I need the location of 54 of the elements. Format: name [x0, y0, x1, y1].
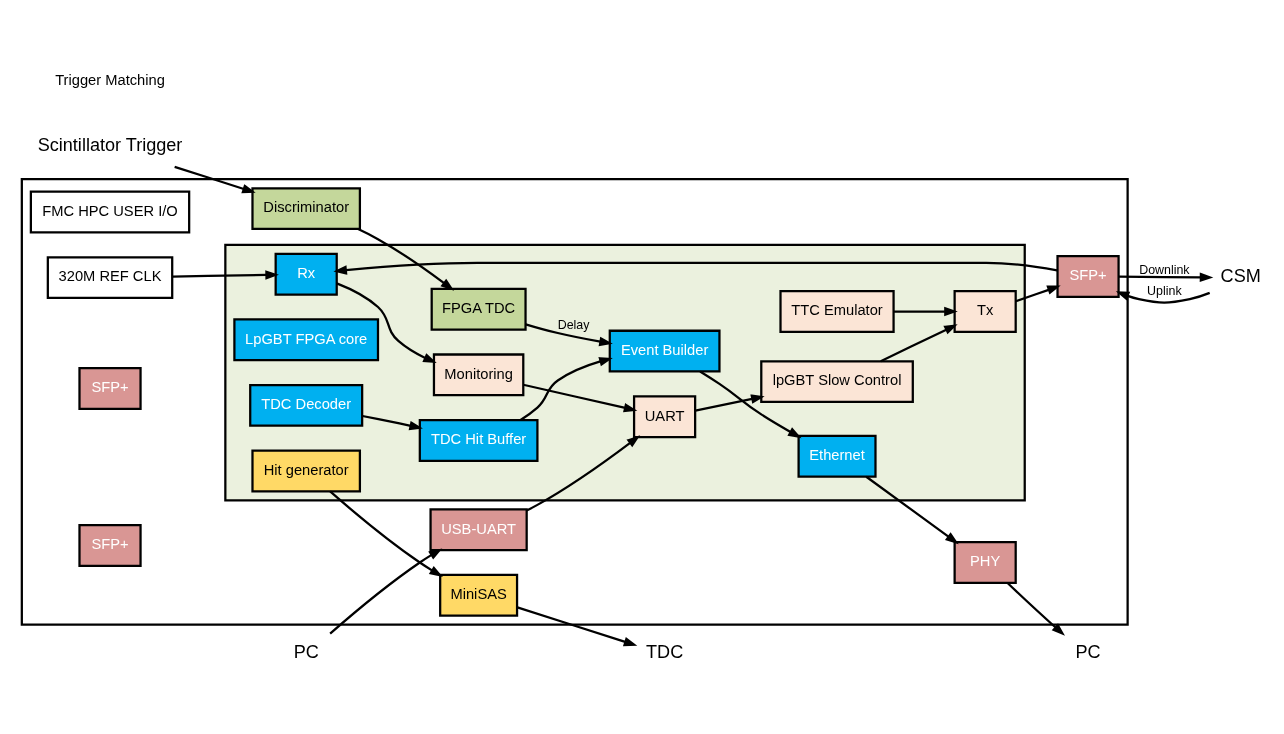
- arrow: [1006, 581, 1065, 636]
- arrow: [357, 227, 455, 291]
- node-box: SFP+: [1056, 254, 1120, 298]
- node-box: TTC Emulator: [779, 289, 895, 333]
- node-box: LpGBT FPGA core: [233, 317, 380, 361]
- arrow: [695, 393, 765, 412]
- arrow: [526, 434, 641, 511]
- node-box: lpGBT Slow Control: [760, 359, 914, 403]
- node-box: USB-UART: [429, 507, 528, 551]
- node-text: PC: [293, 641, 319, 662]
- node-box: TDC Hit Buffer: [418, 418, 539, 462]
- edge-label: Uplink: [1147, 283, 1182, 298]
- node-box: Event Builder: [608, 329, 721, 373]
- node-box: TDC Decoder: [249, 383, 364, 427]
- edge-label: Downlink: [1139, 262, 1190, 277]
- node-box: Tx: [953, 289, 1017, 333]
- label: Trigger Matching: [55, 71, 165, 88]
- arrow: [329, 547, 443, 634]
- node-box: PHY: [953, 540, 1017, 584]
- node-box: Ethernet: [797, 434, 877, 478]
- arrow: [519, 356, 613, 421]
- node-text: CSM: [1220, 265, 1261, 286]
- node-box: Hit generator: [251, 448, 362, 492]
- node-box: Rx: [274, 252, 338, 296]
- node-text: Scintillator Trigger: [37, 134, 183, 155]
- edge-label: Delay: [557, 317, 590, 332]
- arrow: [523, 383, 638, 412]
- arrow: [893, 306, 958, 316]
- node-text: PC: [1075, 641, 1101, 662]
- node-box: SFP+: [78, 523, 142, 567]
- arrow: [525, 322, 613, 346]
- arrow: [1015, 285, 1061, 302]
- arrow: [880, 323, 958, 362]
- node-box: UART: [632, 394, 697, 438]
- arrow: [699, 370, 802, 438]
- arrow: [1118, 272, 1214, 282]
- node-box: FPGA TDC: [430, 287, 527, 331]
- node-box: Monitoring: [432, 352, 525, 396]
- arrow: [333, 261, 1058, 275]
- arrow: [1115, 290, 1211, 304]
- arrow: [336, 281, 437, 363]
- arrow: [865, 475, 959, 544]
- arrow: [517, 605, 638, 646]
- node-box: Discriminator: [251, 186, 362, 230]
- cluster: [224, 243, 1026, 501]
- arrow: [362, 414, 423, 430]
- node-box: FMC HPC USER I/O: [29, 190, 191, 233]
- arrow: [174, 165, 256, 193]
- arrow: [329, 490, 443, 577]
- node-box: SFP+: [78, 366, 142, 410]
- node-box: MiniSAS: [439, 573, 519, 617]
- node-box: 320M REF CLK: [46, 255, 174, 299]
- node-text: TDC: [646, 641, 684, 662]
- arrow: [172, 269, 279, 280]
